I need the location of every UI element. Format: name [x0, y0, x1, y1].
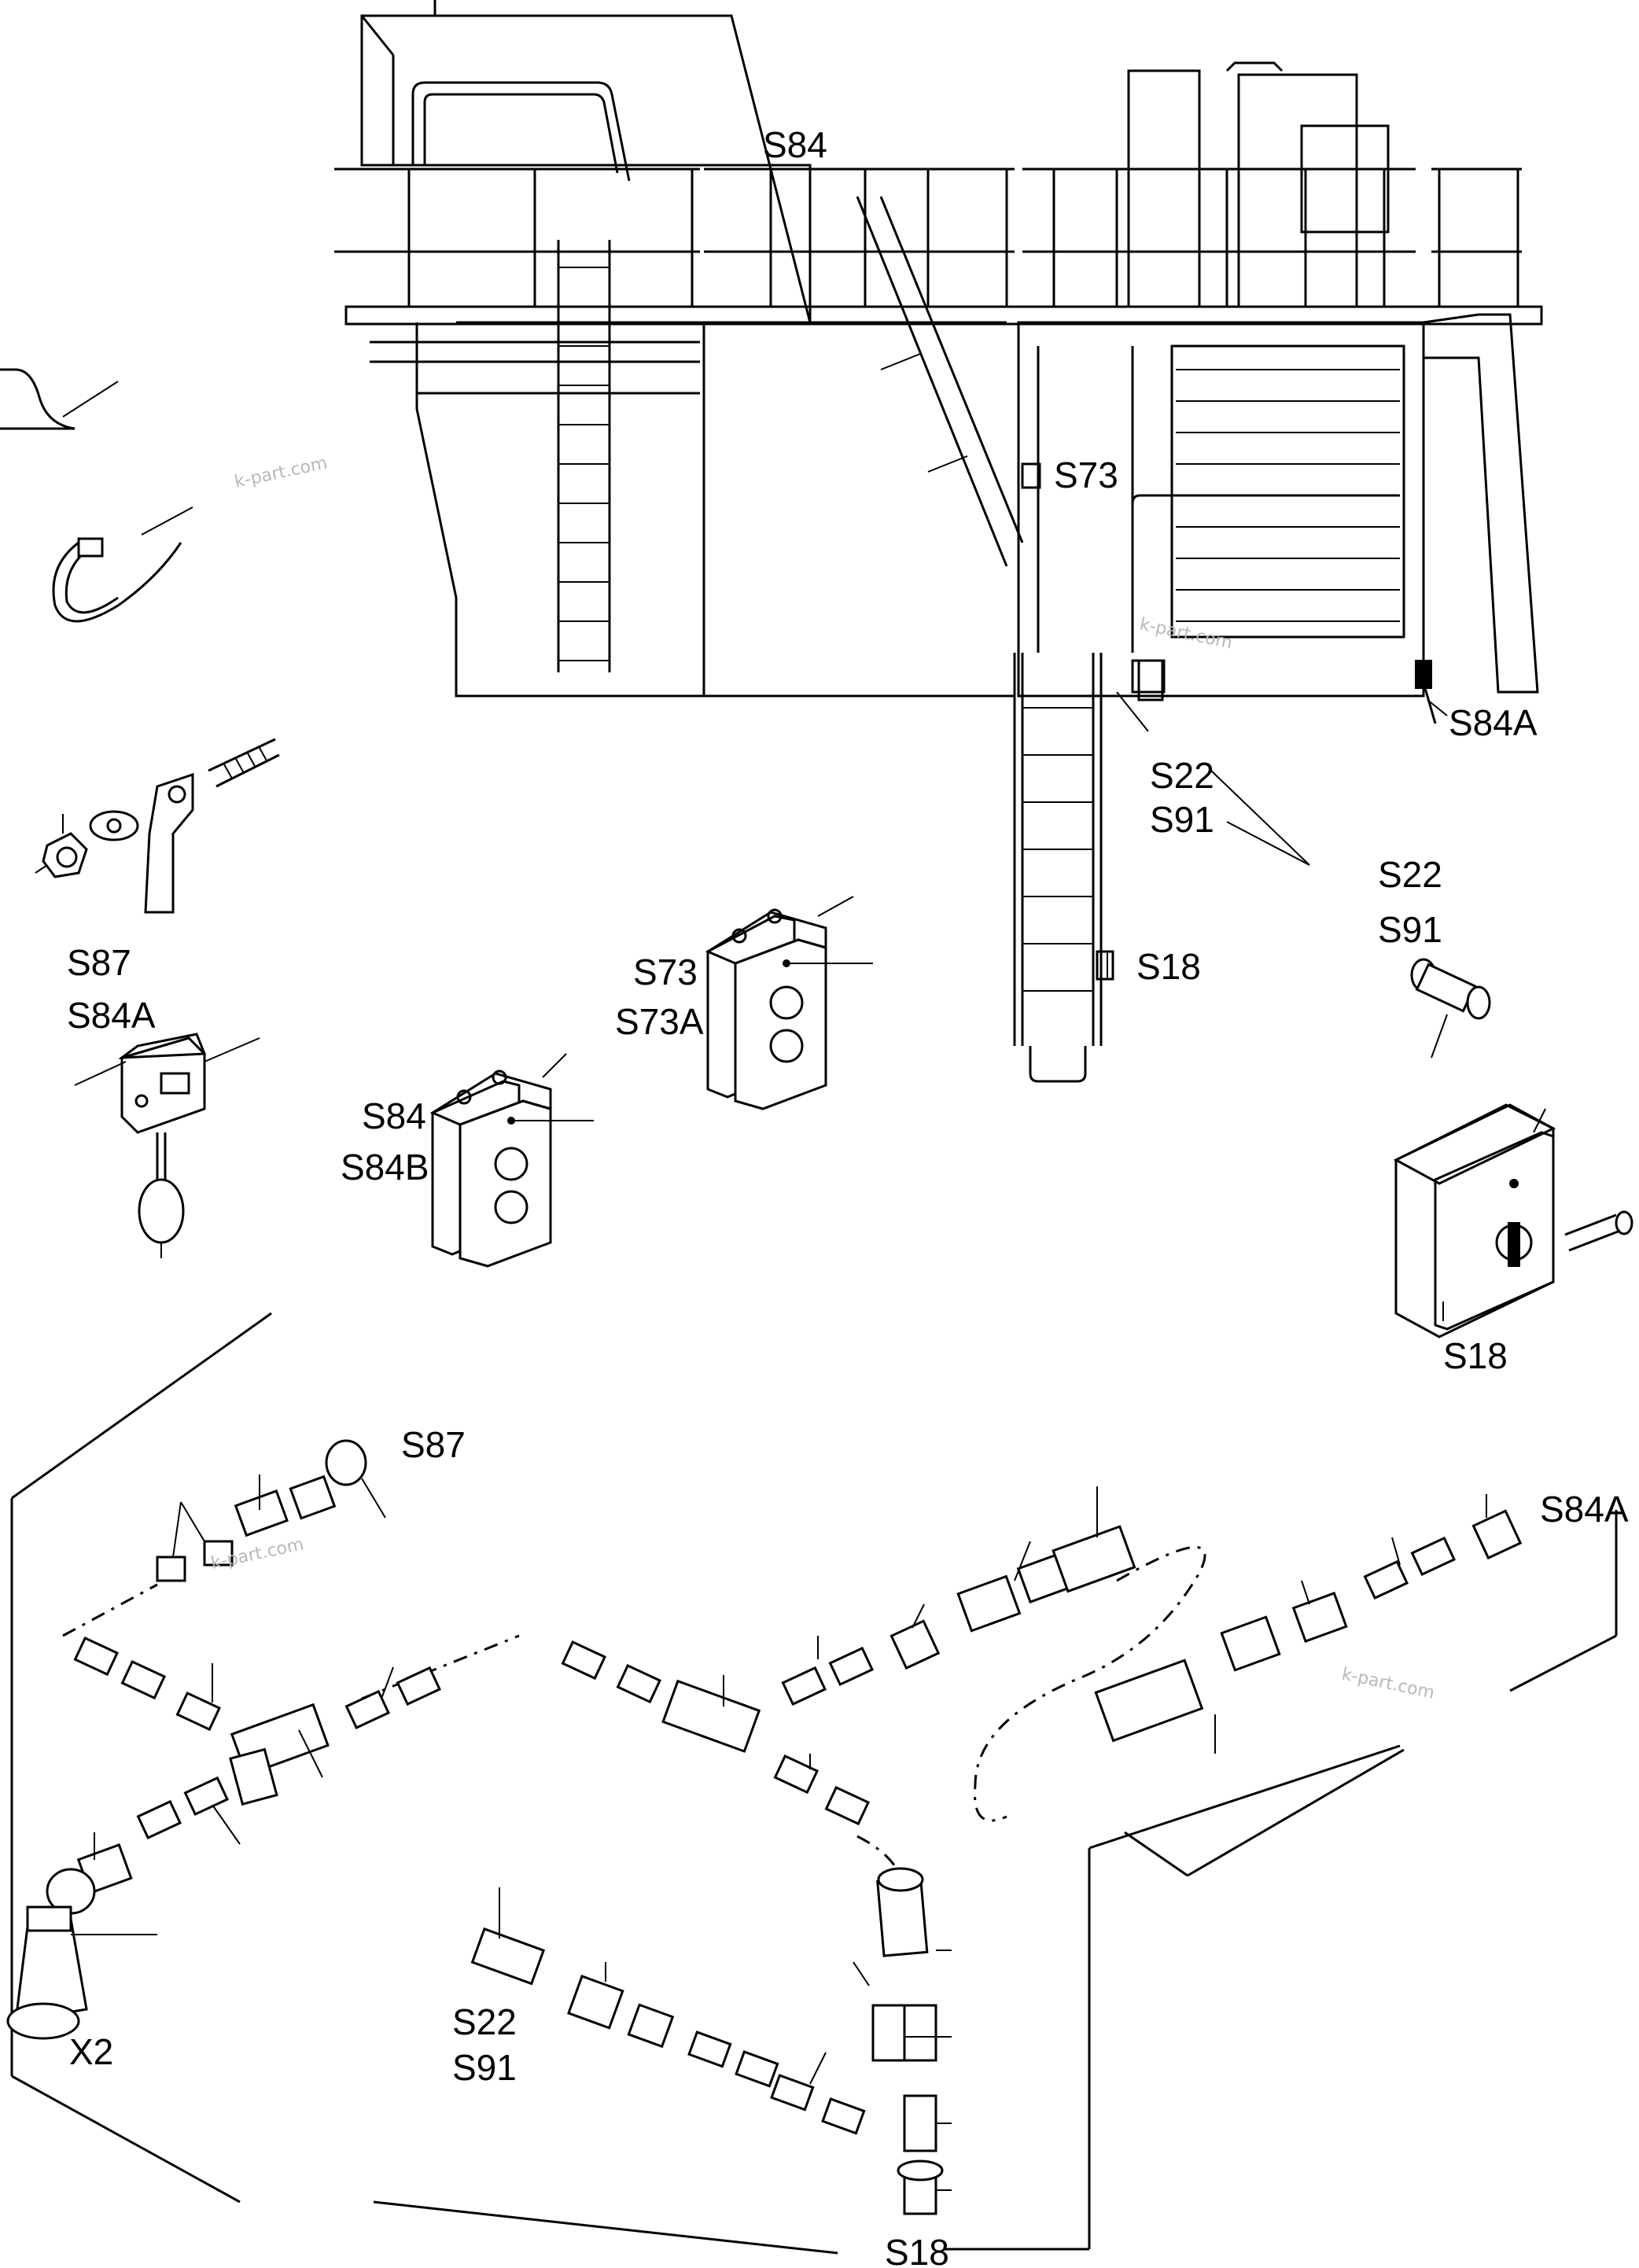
- ground-strap-kit: [35, 738, 280, 914]
- harness-routing: [62, 1546, 1206, 1912]
- tee-junction-center: [561, 1603, 941, 1826]
- callout-s22-harness: S22: [452, 2001, 517, 2042]
- machine-upper-structure: [334, 0, 1543, 1083]
- upper-ladder: [557, 240, 611, 672]
- watermark: k-part.com: [1138, 614, 1234, 653]
- callout-s18-mid: S18: [1136, 946, 1201, 987]
- harness-frame-lines: [10, 1312, 1618, 2255]
- callout-s91-top: S91: [1150, 799, 1214, 840]
- cable-tie: [52, 506, 193, 623]
- connector-s87-harness: [156, 1439, 386, 1582]
- rotary-switch-s18: [1393, 1103, 1633, 1338]
- radiator-housing: [1017, 61, 1539, 698]
- connector-s18-bottom-harness: [853, 1867, 952, 2215]
- connector-s22-right-harness: [956, 1486, 1136, 1633]
- connector-s22-s91: [1410, 958, 1491, 1059]
- callout-s84a-top: S84A: [1449, 702, 1538, 743]
- watermark: k-part.com: [1340, 1664, 1436, 1703]
- callout-x2-plug: X2: [69, 2031, 113, 2072]
- callout-s87-harness: S87: [401, 1424, 466, 1465]
- plug-x2: [6, 1905, 157, 2040]
- connector-x2-chain: [46, 1776, 241, 1915]
- callout-s91-harness: S91: [452, 2047, 517, 2088]
- callout-s84a-left: S84A: [67, 995, 156, 1036]
- tee-junction-left: [73, 1636, 441, 1806]
- pushbutton-box-s84: [429, 1053, 594, 1268]
- leader-lines-top: [1116, 691, 1448, 866]
- callout-s84-block: S84: [362, 1095, 426, 1136]
- access-ladder: [1013, 653, 1164, 1083]
- watermark: k-part.com: [233, 454, 329, 492]
- callout-s22-right: S22: [1378, 854, 1442, 895]
- pushbutton-box-s73: [705, 896, 873, 1110]
- callout-s22-top: S22: [1150, 755, 1214, 796]
- callout-s73-top: S73: [1054, 455, 1118, 495]
- cable-tie-roll: [0, 368, 119, 430]
- pull-switch-s87: [74, 1033, 260, 1258]
- callout-s18-switch: S18: [1443, 1335, 1508, 1376]
- callout-s73-block: S73: [633, 952, 698, 992]
- callout-s84-top: S84: [763, 124, 827, 165]
- callout-s84a-harness: S84A: [1540, 1489, 1629, 1530]
- connector-s84a-harness: [1094, 1494, 1523, 1754]
- diagonal-stair: [856, 196, 1024, 567]
- callout-s87-left: S87: [67, 942, 131, 983]
- s84a-pendant-on-machine: [1415, 660, 1437, 724]
- callout-s91-right: S91: [1378, 909, 1442, 950]
- connector-s22-s91-bottom-harness: [470, 1887, 866, 2135]
- handrail-top: [334, 168, 1522, 307]
- callout-s84b-block: S84B: [341, 1147, 429, 1187]
- callout-s73a-block: S73A: [615, 1001, 704, 1042]
- callout-s18-bottom: S18: [885, 2232, 949, 2268]
